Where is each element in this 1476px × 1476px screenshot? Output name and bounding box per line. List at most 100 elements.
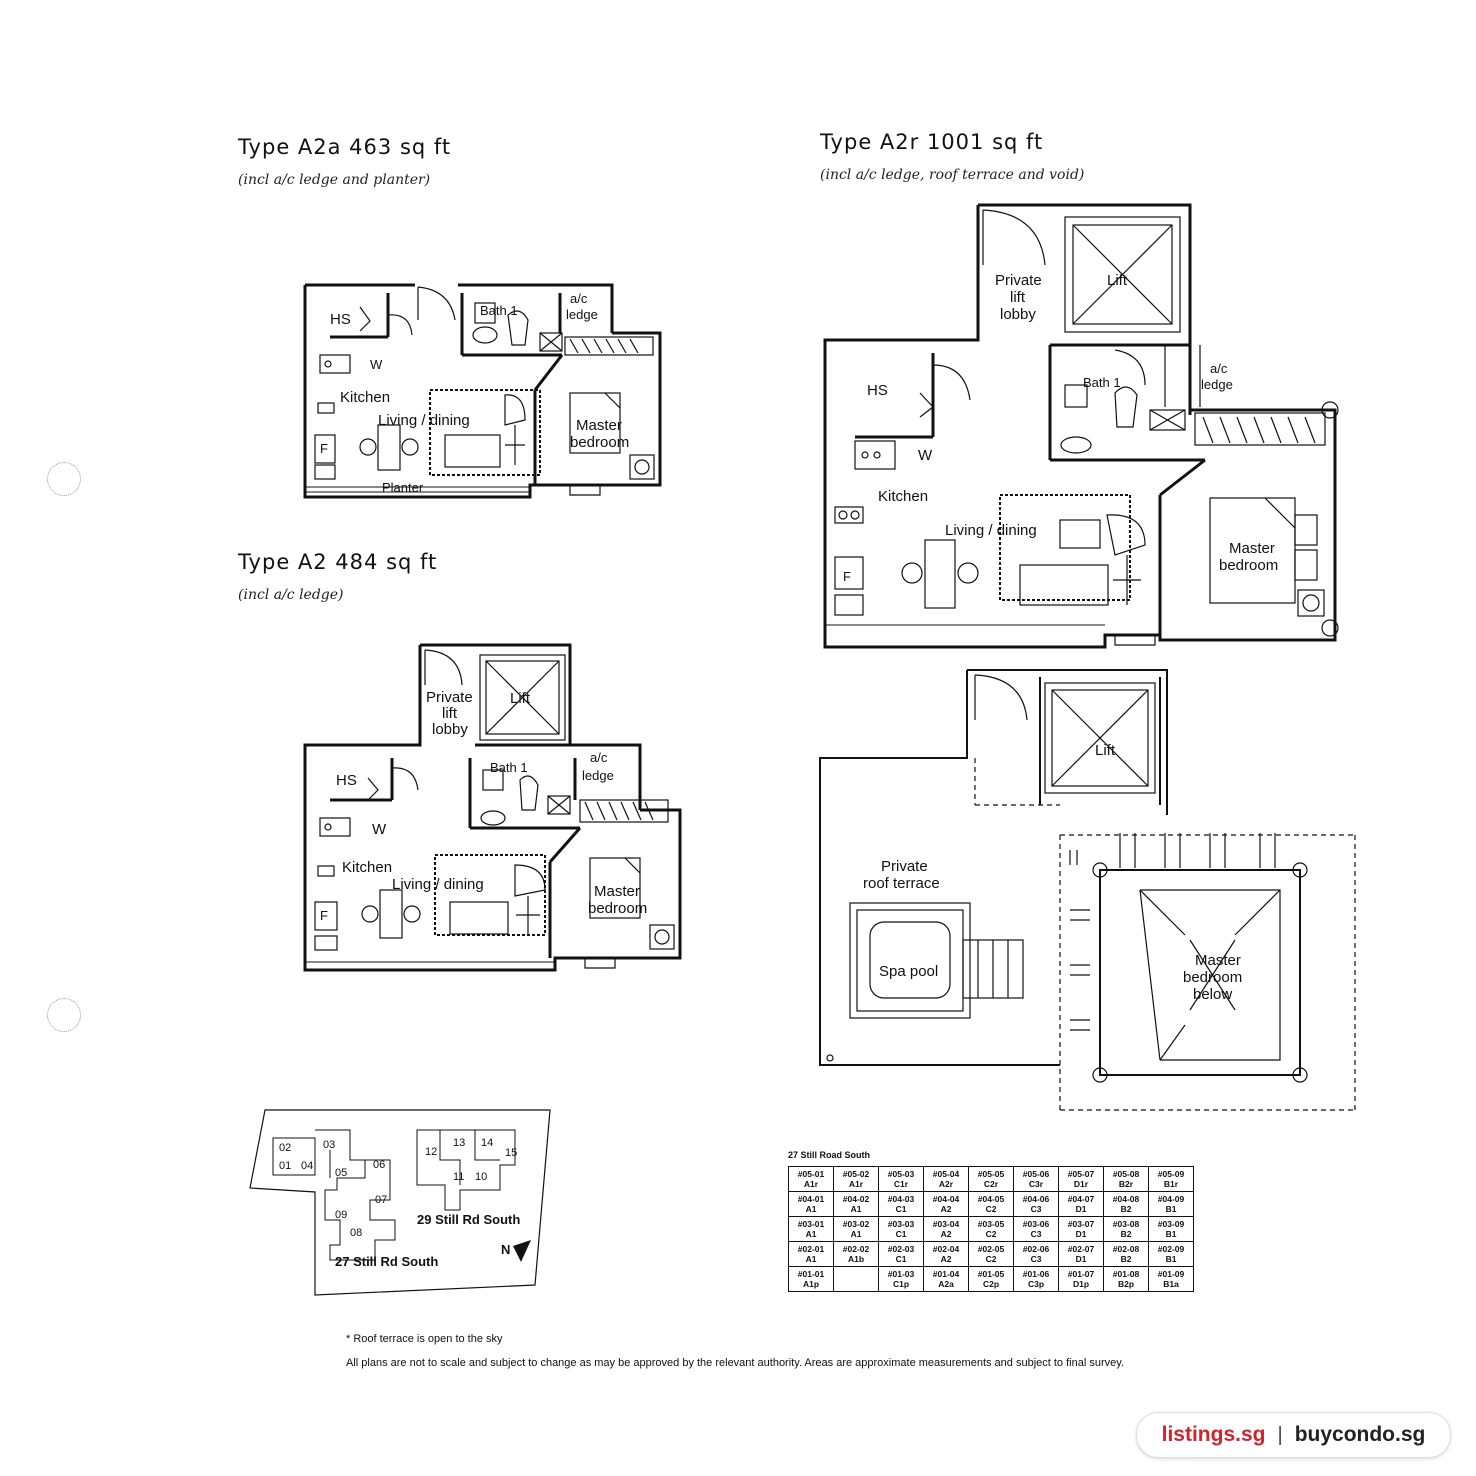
unit-number: #05-07	[1067, 1169, 1095, 1179]
room-terrace-line2: roof terrace	[863, 875, 940, 892]
plan-a2-title: Type A2 484 sq ft	[238, 550, 438, 574]
unit-type: B2	[1120, 1204, 1132, 1214]
unit-type: A1	[805, 1204, 817, 1214]
unit-number: #04-08	[1112, 1194, 1140, 1204]
room-master-line2: bedroom	[570, 434, 629, 451]
unit-type: C2p	[982, 1279, 1000, 1289]
room-planter: Planter	[382, 480, 424, 495]
room-below-line1: Master	[1195, 952, 1241, 969]
room-ledge-line1: a/c	[590, 750, 608, 765]
unit-type: C2r	[983, 1179, 999, 1189]
room-master-line2: bedroom	[588, 900, 647, 917]
unit-number: #02-01	[797, 1244, 825, 1254]
unit-number: #02-07	[1067, 1244, 1095, 1254]
unit-type: B1r	[1163, 1179, 1179, 1189]
room-w: W	[370, 357, 383, 372]
unit-number: #01-08	[1112, 1269, 1140, 1279]
room-w: W	[372, 821, 387, 838]
unit-type: B1a	[1163, 1279, 1179, 1289]
room-below-line3: below	[1193, 986, 1232, 1003]
room-lobby-line2: lift	[442, 705, 458, 722]
room-lobby-line3: lobby	[432, 721, 468, 738]
unit-table-title: 27 Still Road South	[788, 1150, 871, 1160]
unit-number: #05-03	[887, 1169, 915, 1179]
room-lift: Lift	[510, 690, 531, 707]
unit-type: C3r	[1028, 1179, 1044, 1189]
room-hs: HS	[330, 311, 351, 328]
unit-type: C2	[985, 1204, 997, 1214]
unit-number: #05-02	[842, 1169, 870, 1179]
unit-type: A1	[850, 1204, 862, 1214]
room-master-line1: Master	[594, 883, 640, 900]
room-lobby-line1: Private	[995, 272, 1042, 289]
floorplan-a2r-roof: Lift Private roof terrace Spa pool Maste…	[819, 669, 1356, 1111]
unit-number: #03-07	[1067, 1219, 1095, 1229]
room-ledge-line2: ledge	[582, 768, 614, 783]
unit-type: A1	[850, 1229, 862, 1239]
room-lobby-line2: lift	[1010, 289, 1026, 306]
room-f: F	[320, 441, 328, 456]
unit-number: #04-03	[887, 1194, 915, 1204]
room-master-line1: Master	[1229, 540, 1275, 557]
brand-buycondo-link[interactable]: buycondo.sg	[1294, 1423, 1426, 1446]
unit-number: #04-04	[932, 1194, 960, 1204]
road-27-label: 27 Still Rd South	[335, 1254, 438, 1269]
unit-type: C2	[985, 1229, 997, 1239]
block-09: 09	[335, 1209, 347, 1221]
brand-listings-link[interactable]: listings.sg	[1161, 1423, 1266, 1446]
unit-type: C1	[895, 1254, 907, 1264]
unit-number: #03-06	[1022, 1219, 1050, 1229]
room-kitchen: Kitchen	[878, 488, 928, 505]
unit-type: C2	[985, 1254, 997, 1264]
plan-a2-subtitle: (incl a/c ledge)	[238, 587, 344, 603]
room-lift: Lift	[1107, 272, 1128, 289]
unit-number: #02-09	[1157, 1244, 1185, 1254]
unit-type: A1b	[847, 1254, 865, 1264]
unit-type: D1	[1075, 1254, 1087, 1264]
room-lift: Lift	[1095, 742, 1116, 759]
unit-type: C1	[895, 1204, 907, 1214]
unit-type: C1	[895, 1229, 907, 1239]
unit-number: #02-03	[887, 1244, 915, 1254]
room-living-dining: Living / dining	[378, 412, 470, 429]
block-04: 04	[301, 1160, 313, 1172]
room-spa-pool: Spa pool	[879, 963, 938, 980]
room-f: F	[843, 569, 851, 584]
room-hs: HS	[867, 382, 888, 399]
north-label: N	[501, 1242, 510, 1257]
room-master-line1: Master	[576, 417, 622, 434]
room-ledge-line1: a/c	[570, 291, 588, 306]
roof-note: * Roof terrace is open to the sky	[346, 1333, 503, 1345]
unit-number: #05-04	[932, 1169, 960, 1179]
unit-number: #01-04	[932, 1269, 960, 1279]
unit-number: #04-02	[842, 1194, 870, 1204]
unit-number: #02-08	[1112, 1244, 1140, 1254]
